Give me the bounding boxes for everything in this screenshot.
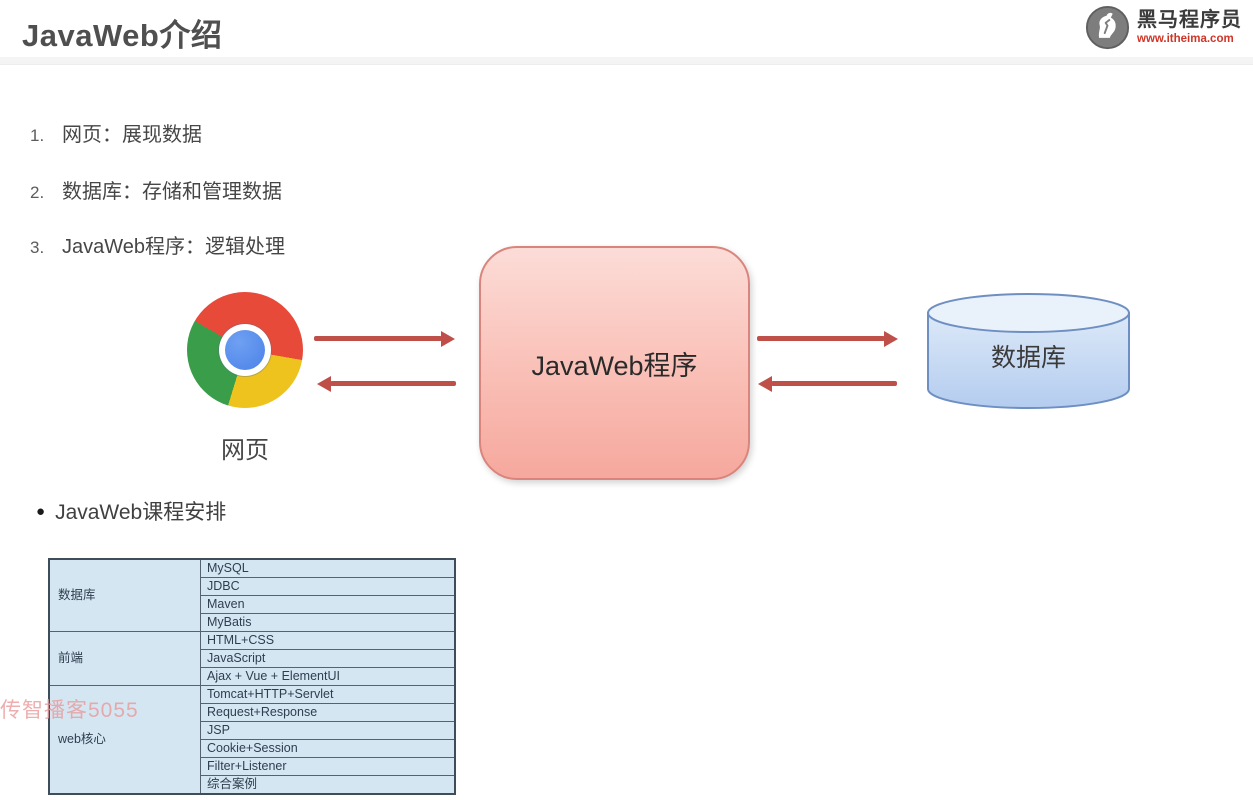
list-item-text: JavaWeb程序：逻辑处理: [62, 236, 286, 258]
header-divider: [0, 57, 1253, 65]
course-item-cell: Tomcat+HTTP+Servlet: [200, 685, 456, 704]
course-group-cell: 数据库: [48, 558, 201, 632]
chrome-browser-icon: [187, 292, 303, 408]
section-title: JavaWeb课程安排: [55, 501, 227, 524]
list-item-1: 1. 网页：展现数据: [30, 118, 202, 147]
course-item-cell: Maven: [200, 595, 456, 614]
table-row: Cookie+Session: [49, 739, 456, 758]
list-item-number: 1.: [30, 126, 45, 145]
course-item-cell: JSP: [200, 721, 456, 740]
browser-label: 网页: [221, 437, 269, 464]
table-row: JDBC: [49, 577, 456, 596]
course-item-cell: JDBC: [200, 577, 456, 596]
table-row: Filter+Listener: [49, 757, 456, 776]
course-item-cell: Cookie+Session: [200, 739, 456, 758]
course-item-cell: HTML+CSS: [200, 631, 456, 650]
table-row: JavaScript: [49, 649, 456, 668]
course-item-cell: JavaScript: [200, 649, 456, 668]
table-row: Ajax + Vue + ElementUI: [49, 667, 456, 686]
arrow-app-to-browser: [330, 381, 456, 386]
course-item-cell: 综合案例: [200, 775, 456, 795]
list-item-number: 2.: [30, 183, 45, 202]
brand-name: 黑马程序员: [1137, 8, 1242, 31]
arrow-browser-to-app: [314, 336, 442, 341]
table-row: MyBatis: [49, 613, 456, 632]
course-item-cell: Ajax + Vue + ElementUI: [200, 667, 456, 686]
course-group-cell: 前端: [48, 631, 201, 686]
list-item-3: 3. JavaWeb程序：逻辑处理: [30, 230, 285, 259]
table-row: JSP: [49, 721, 456, 740]
javaweb-app-box: JavaWeb程序: [479, 246, 750, 480]
bullet-icon: ●: [36, 502, 46, 520]
table-row: 综合案例: [49, 775, 456, 795]
app-box-label: JavaWeb程序: [531, 350, 698, 381]
list-item-2: 2. 数据库：存储和管理数据: [30, 175, 282, 204]
list-item-text: 网页：展现数据: [62, 124, 202, 146]
list-item-number: 3.: [30, 238, 45, 257]
list-item-text: 数据库：存储和管理数据: [62, 181, 282, 203]
arrow-app-to-db: [757, 336, 885, 341]
chrome-icon-center: [225, 330, 265, 370]
course-group-cell: web核心: [48, 685, 201, 795]
course-item-cell: MySQL: [200, 558, 456, 578]
watermark: 传智播客5055: [0, 699, 139, 722]
brand-logo: 黑马程序员 www.itheima.com: [1085, 5, 1242, 50]
course-item-cell: Request+Response: [200, 703, 456, 722]
course-item-cell: MyBatis: [200, 613, 456, 632]
horse-logo-icon: [1085, 5, 1130, 50]
brand-url: www.itheima.com: [1137, 32, 1234, 45]
database-cylinder: [927, 293, 1130, 409]
arrow-db-to-app: [771, 381, 897, 386]
table-row: Maven: [49, 595, 456, 614]
page-title: JavaWeb介绍: [22, 18, 223, 53]
course-item-cell: Filter+Listener: [200, 757, 456, 776]
section-heading: ● JavaWeb课程安排: [36, 496, 226, 526]
database-label: 数据库: [990, 344, 1066, 372]
